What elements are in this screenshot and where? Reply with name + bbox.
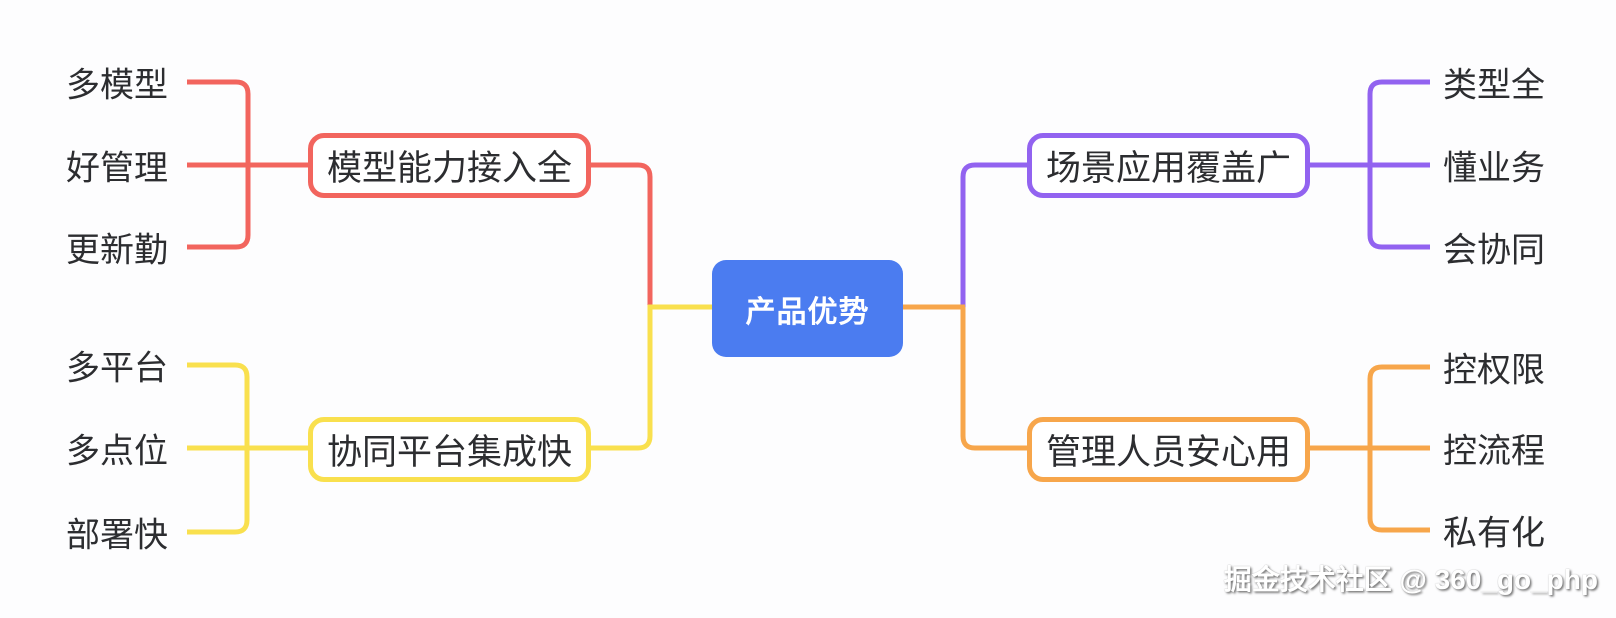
leaf-topic[interactable]: 类型全 xyxy=(1443,66,1545,105)
branch-topic-admin-assurance[interactable]: 管理人员安心用 xyxy=(1027,417,1310,482)
branch-topic-collab-platform[interactable]: 协同平台集成快 xyxy=(308,417,591,482)
leaf-topic[interactable]: 多平台 xyxy=(66,349,168,388)
connector-yellow-leaf-bracket xyxy=(187,362,250,535)
leaf-topic[interactable]: 多模型 xyxy=(66,66,168,105)
leaf-topic[interactable]: 多点位 xyxy=(66,432,168,471)
leaf-topic[interactable]: 部署快 xyxy=(66,516,168,555)
leaf-topic[interactable]: 会协同 xyxy=(1443,231,1545,270)
branch-topic-model-access[interactable]: 模型能力接入全 xyxy=(308,133,591,198)
connector-orange-junction-to-box xyxy=(960,307,1027,451)
connector-purple-leaf-bracket xyxy=(1367,79,1430,250)
watermark: 掘金技术社区 @ 360_go_php xyxy=(1223,564,1598,595)
leaf-topic[interactable]: 更新勤 xyxy=(66,231,168,270)
branch-topic-scene-coverage[interactable]: 场景应用覆盖广 xyxy=(1027,133,1310,198)
leaf-topic[interactable]: 控流程 xyxy=(1443,432,1545,471)
connector-red-leaf-bracket xyxy=(187,79,251,250)
leaf-topic[interactable]: 好管理 xyxy=(66,149,168,188)
connector-yellow-to-center xyxy=(591,305,653,451)
leaf-topic[interactable]: 私有化 xyxy=(1443,514,1545,553)
leaf-topic[interactable]: 懂业务 xyxy=(1443,149,1545,188)
connector-orange-leaf-bracket xyxy=(1367,364,1430,533)
connector-purple-junction-to-box xyxy=(960,162,1027,309)
central-topic[interactable]: 产品优势 xyxy=(712,260,903,357)
leaf-topic[interactable]: 控权限 xyxy=(1443,351,1545,390)
connector-red-to-center xyxy=(590,162,653,307)
